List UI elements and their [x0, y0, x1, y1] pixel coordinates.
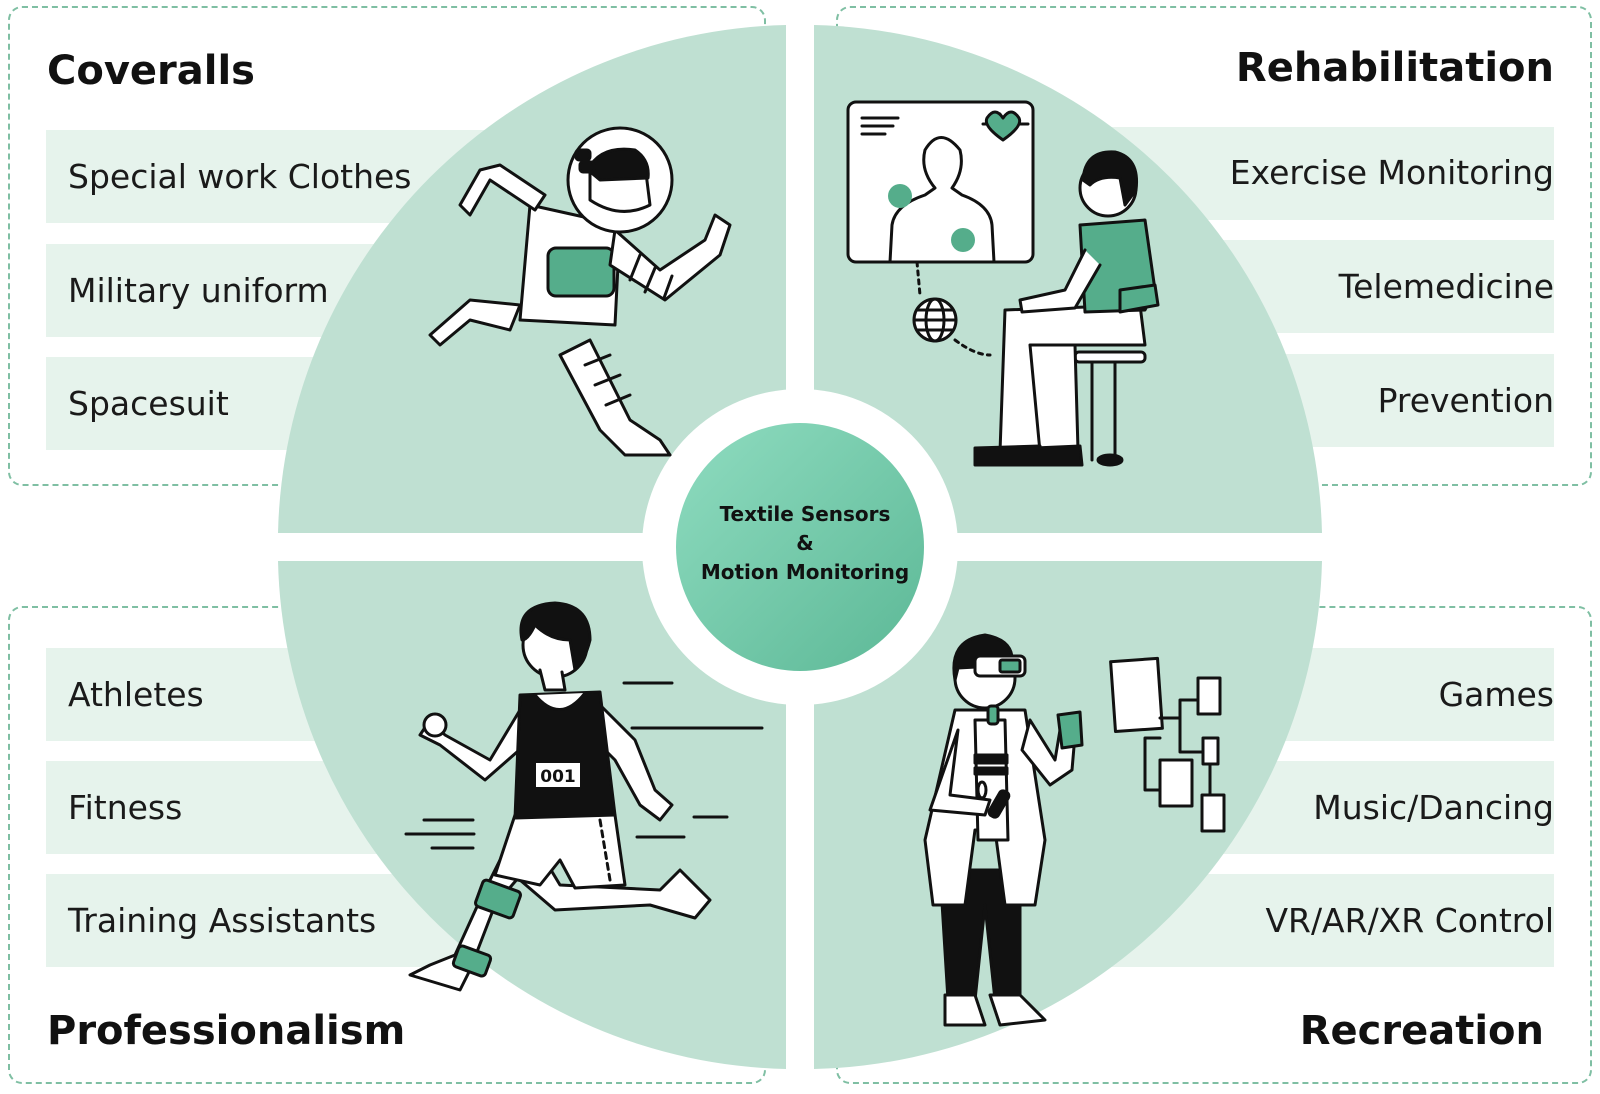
professionalism-item: Fitness — [68, 788, 183, 827]
coveralls-title: Coveralls — [47, 48, 255, 94]
coveralls-item: Special work Clothes — [68, 157, 412, 196]
runner-illustration — [404, 601, 764, 992]
astronaut-illustration — [428, 126, 732, 457]
rehabilitation-item: Prevention — [1377, 381, 1554, 420]
telemedicine-illustration — [846, 100, 1160, 467]
coveralls-item: Spacesuit — [68, 384, 229, 423]
professionalism-title: Professionalism — [47, 1008, 406, 1054]
professionalism-item: Training Assistants — [68, 901, 377, 940]
recreation-item: Music/Dancing — [1313, 788, 1554, 827]
recreation-item: VR/AR/XR Control — [1265, 901, 1554, 940]
rehabilitation-title: Rehabilitation — [1235, 45, 1554, 91]
runner-bib: 001 — [540, 767, 576, 787]
center-line-1: Textile Sensors — [719, 502, 891, 526]
center-line-2: & — [796, 531, 814, 555]
center-circle — [676, 423, 924, 671]
rehabilitation-item: Telemedicine — [1338, 267, 1554, 306]
recreation-quadrant — [814, 561, 1322, 1069]
coveralls-item: Military uniform — [68, 271, 329, 310]
recreation-item: Games — [1438, 675, 1554, 714]
rehabilitation-item: Exercise Monitoring — [1229, 153, 1554, 192]
center-label: Textile Sensors & Motion Monitoring — [680, 500, 930, 587]
recreation-title: Recreation — [1299, 1008, 1544, 1054]
vr-illustration — [923, 633, 1226, 1027]
center-line-3: Motion Monitoring — [700, 560, 910, 584]
professionalism-item: Athletes — [68, 675, 204, 714]
